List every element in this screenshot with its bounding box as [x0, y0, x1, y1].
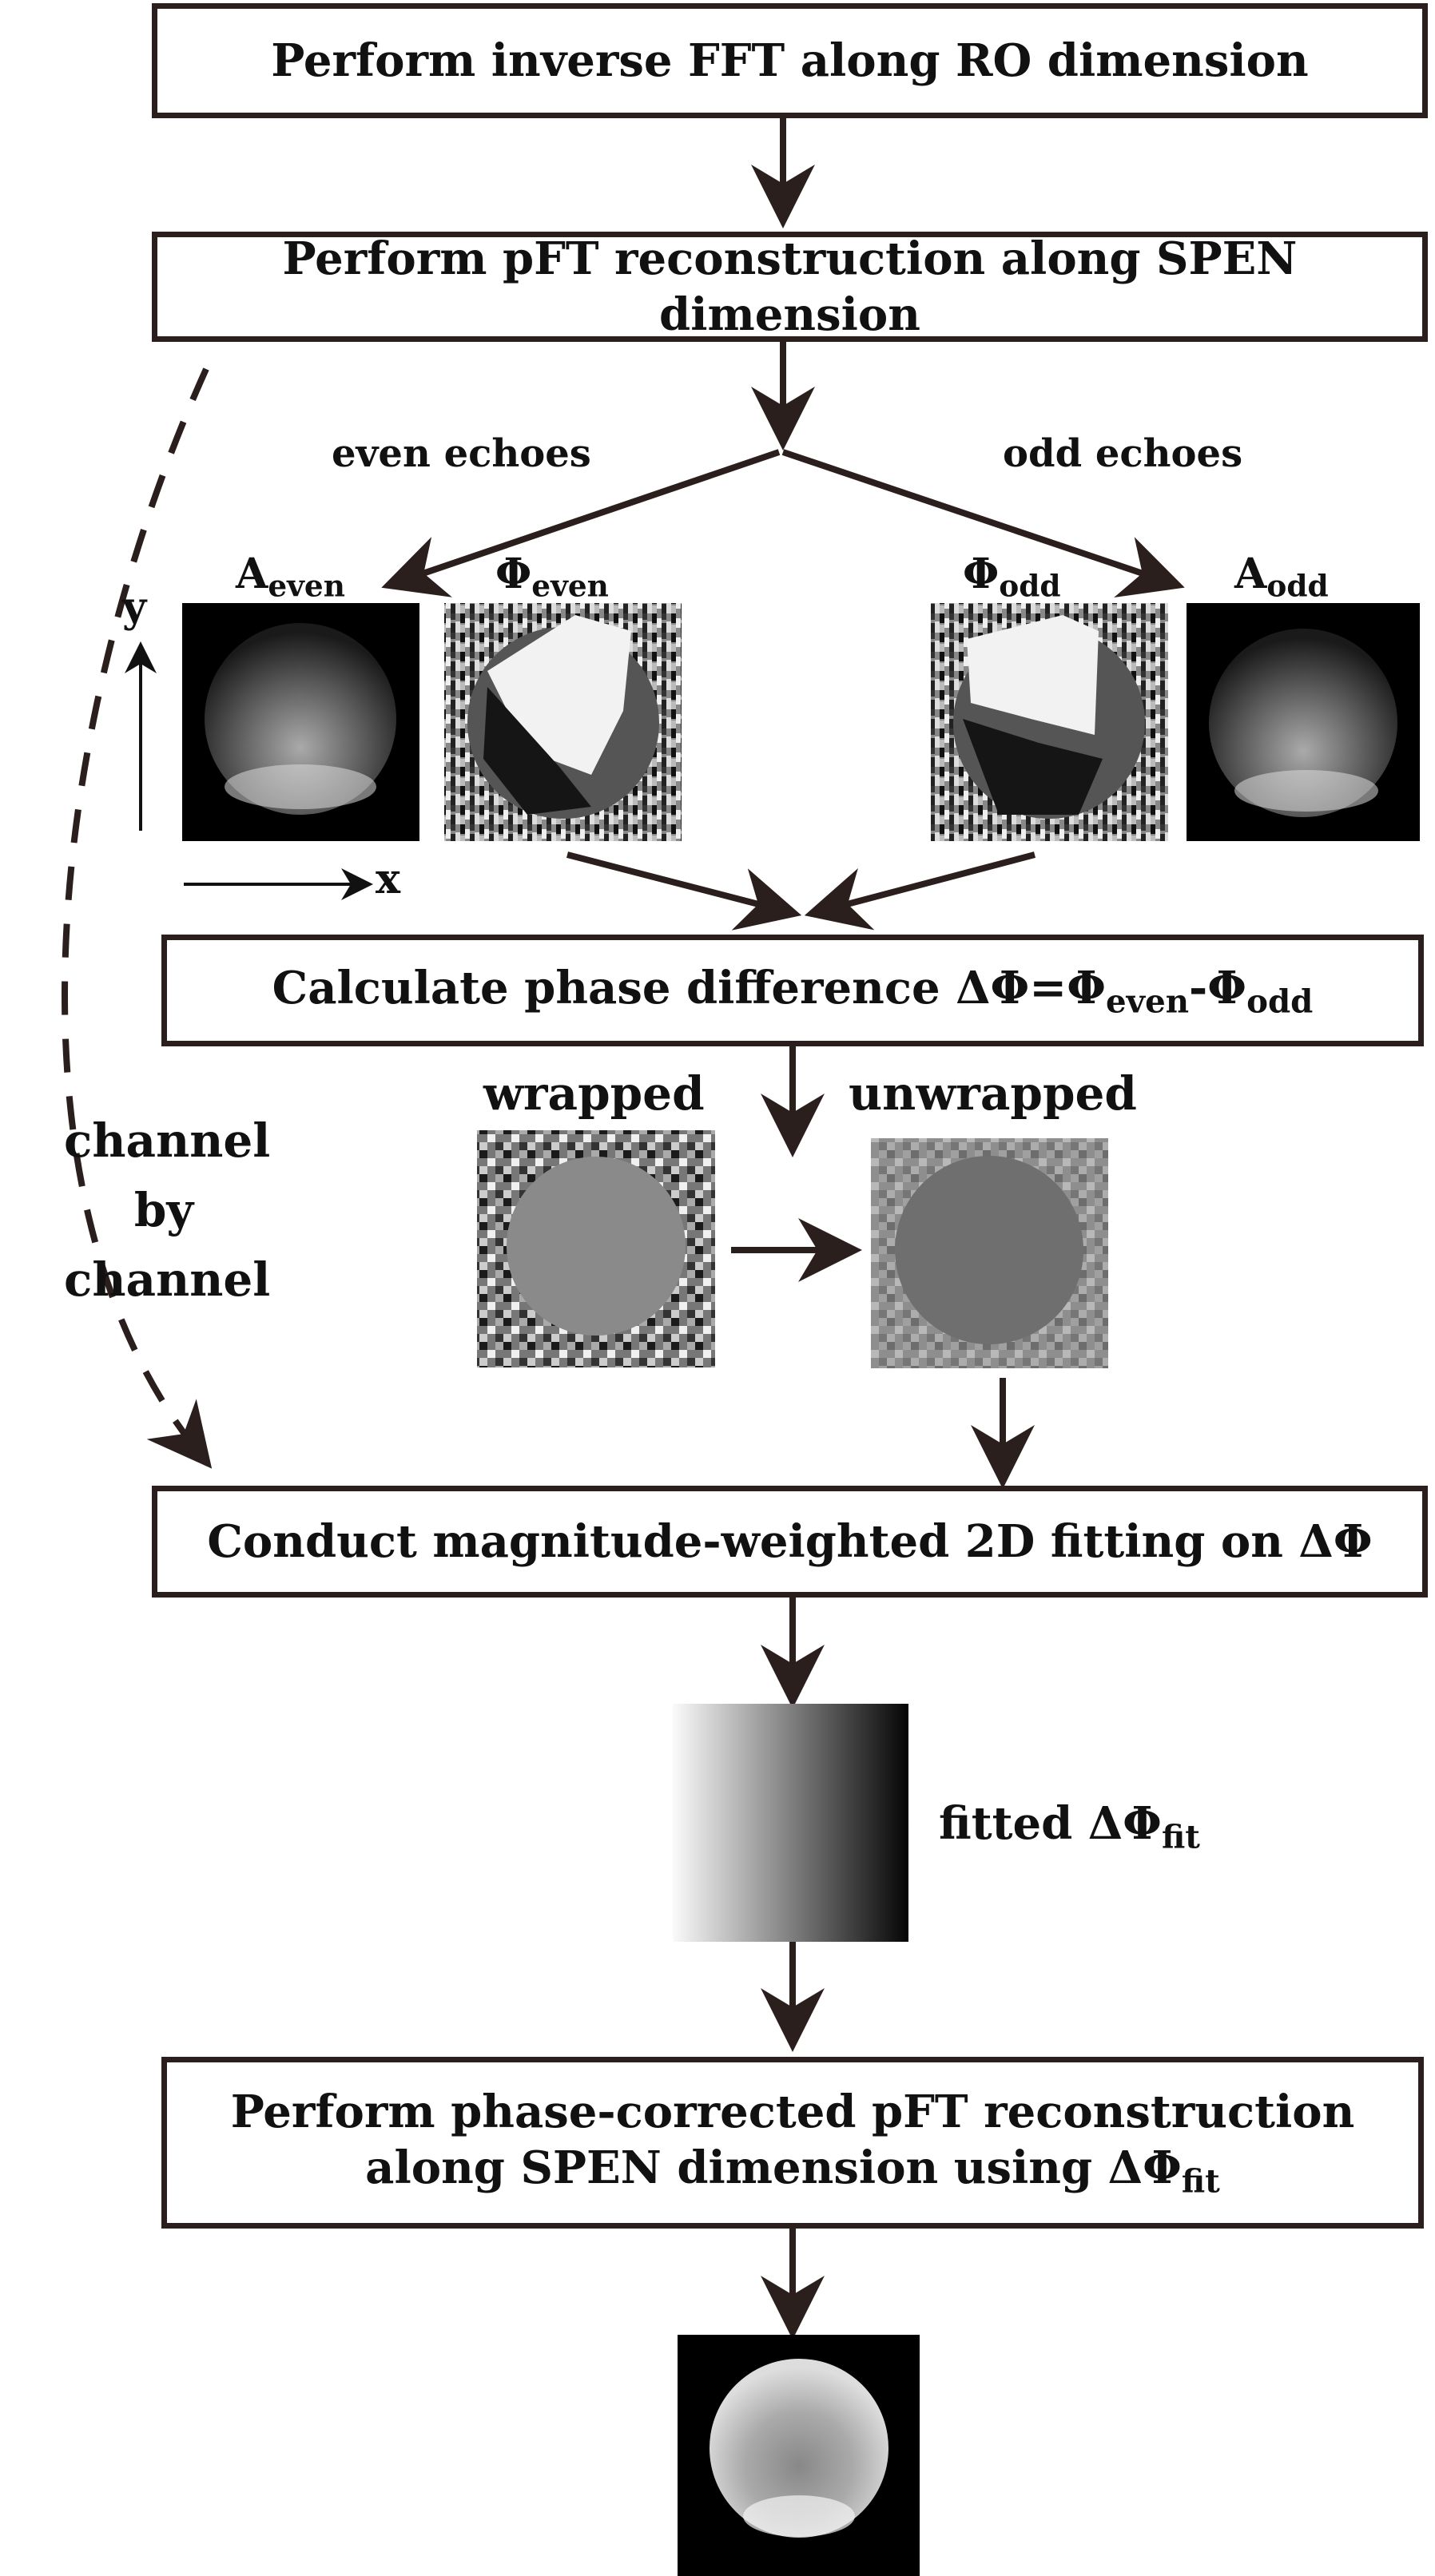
x-axis-label: x: [376, 855, 401, 903]
wrapped-label: wrapped: [483, 1066, 705, 1121]
even-echoes-label: even echoes: [332, 431, 591, 476]
phi-odd-title: Φodd: [963, 550, 1061, 604]
dashed-channel-loop: [62, 367, 213, 1469]
arrow-split-odd: [781, 449, 1185, 597]
a-even-image: [182, 603, 419, 841]
final-image: [678, 2335, 920, 2576]
step3-text: Calculate phase difference ΔΦ=Φeven-Φodd: [272, 961, 1314, 1020]
unwrapped-label: unwrapped: [849, 1066, 1137, 1121]
a-odd-image: [1187, 603, 1420, 841]
phi-even-image: [444, 603, 682, 841]
step2-text: Perform pFT reconstruction along SPEN di…: [282, 232, 1298, 341]
step5-text: Perform phase-corrected pFT reconstructi…: [230, 2086, 1355, 2201]
fitted-phase-image: [673, 1704, 908, 1942]
fitted-label: fitted ΔΦfit: [939, 1797, 1200, 1856]
odd-echoes-label: odd echoes: [1003, 431, 1243, 476]
step3-box: Calculate phase difference ΔΦ=Φeven-Φodd: [161, 935, 1424, 1046]
arrow-split-even: [381, 449, 781, 597]
step1-box: Perform inverse FFT along RO dimension: [152, 3, 1428, 118]
phi-odd-image: [931, 603, 1168, 841]
step4-box: Conduct magnitude-weighted 2D fitting on…: [152, 1486, 1428, 1598]
step1-text: Perform inverse FFT along RO dimension: [271, 34, 1309, 87]
arrow-right-merge: [804, 851, 1036, 931]
phi-even-title: Φeven: [495, 550, 609, 604]
step4-text: Conduct magnitude-weighted 2D fitting on…: [207, 1515, 1373, 1568]
step5-box: Perform phase-corrected pFT reconstructi…: [161, 2057, 1424, 2229]
a-even-title: Aeven: [236, 550, 345, 604]
y-axis-label: y: [122, 583, 147, 632]
a-odd-title: Aodd: [1234, 550, 1329, 604]
arrow-left-merge: [566, 851, 802, 931]
wrapped-image: [477, 1130, 715, 1367]
step2-box: Perform pFT reconstruction along SPEN di…: [152, 232, 1428, 342]
unwrapped-image: [871, 1138, 1108, 1368]
channel-by-channel-note: channel by channel: [64, 1113, 271, 1307]
